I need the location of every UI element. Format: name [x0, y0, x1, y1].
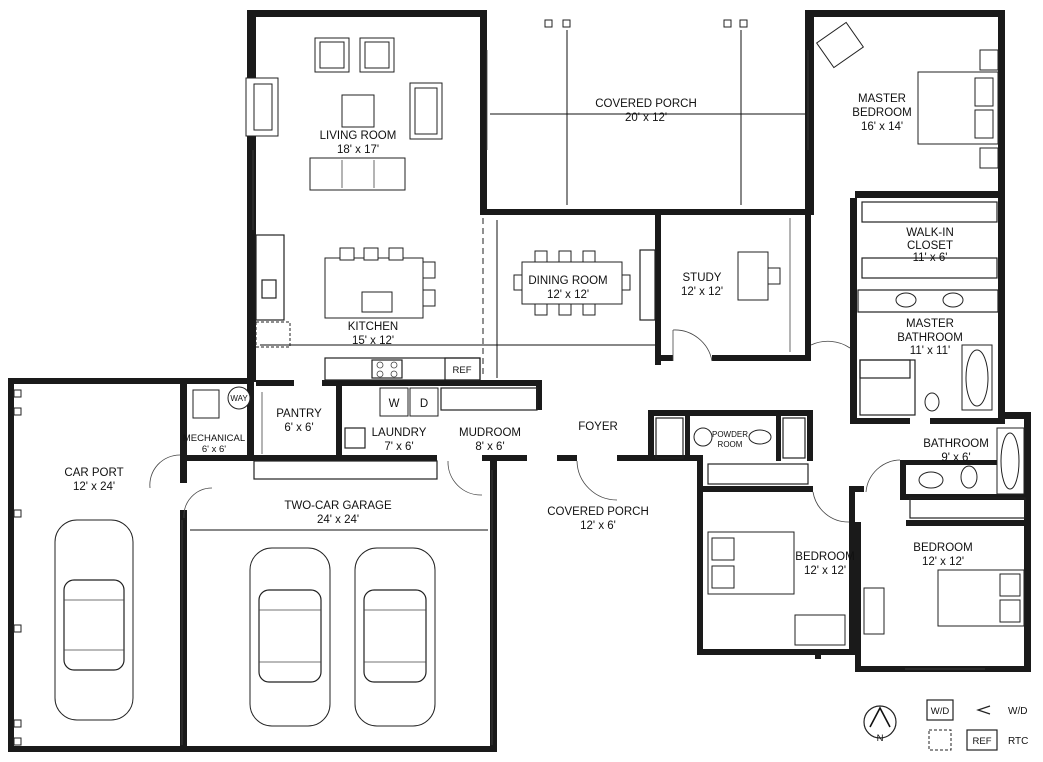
car-garage-right	[354, 547, 436, 727]
label-car-port: CAR PORT	[64, 467, 123, 479]
size-bedroom-2: 12' x 12'	[922, 556, 964, 568]
size-master-bath: 11' x 11'	[910, 345, 950, 357]
label-master-bath-2: BATHROOM	[897, 332, 963, 344]
cars	[54, 519, 436, 727]
dimension-lines	[190, 30, 805, 531]
label-bedroom-1: BEDROOM	[795, 551, 854, 563]
size-mechanical: 6' x 6'	[202, 444, 226, 455]
legend-wd-box: W/D	[931, 706, 950, 717]
label-master-bath-1: MASTER	[906, 318, 954, 330]
label-master-bedroom-1: MASTER	[858, 93, 906, 105]
size-mudroom: 8' x 6'	[475, 441, 504, 453]
label-garage: TWO-CAR GARAGE	[284, 500, 392, 512]
size-covered-porch-rear: 20' x 12'	[625, 112, 667, 124]
size-covered-porch-front: 12' x 6'	[580, 520, 616, 532]
legend: N W/D W/D REF RTC	[863, 699, 1028, 751]
label-dryer: D	[420, 398, 428, 410]
size-kitchen: 15' x 12'	[352, 335, 394, 347]
label-covered-porch-rear: COVERED PORCH	[595, 98, 697, 110]
label-kitchen: KITCHEN	[348, 321, 398, 333]
size-pantry: 6' x 6'	[284, 422, 313, 434]
label-bathroom: BATHROOM	[923, 438, 989, 450]
label-laundry: LAUNDRY	[372, 427, 427, 439]
label-walk-in-1: WALK-IN	[906, 227, 954, 239]
label-way: WAY	[230, 394, 248, 403]
size-laundry: 7' x 6'	[384, 441, 413, 453]
size-master-bedroom: 16' x 14'	[861, 121, 903, 133]
wall-details	[181, 50, 985, 745]
size-garage: 24' x 24'	[317, 514, 359, 526]
room-labels: COVERED PORCH 20' x 12' LIVING ROOM 18' …	[64, 93, 988, 577]
label-covered-porch-front: COVERED PORCH	[547, 506, 649, 518]
label-living-room: LIVING ROOM	[320, 130, 397, 142]
size-living-room: 18' x 17'	[337, 144, 379, 156]
size-bathroom: 9' x 6'	[941, 452, 970, 464]
car-carport	[54, 519, 134, 721]
car-garage-left	[249, 547, 331, 727]
label-walk-in-2: CLOSET	[907, 240, 953, 252]
size-dining-room: 12' x 12'	[547, 289, 589, 301]
doors	[149, 329, 901, 523]
fixture-labels: REF W D WAY	[230, 365, 471, 410]
label-pantry: PANTRY	[276, 408, 322, 420]
size-car-port: 12' x 24'	[73, 481, 115, 493]
north-arrow-label: N	[877, 733, 884, 744]
label-foyer: FOYER	[578, 421, 618, 433]
label-powder-1: POWDER	[712, 430, 748, 439]
furniture	[13, 19, 1026, 746]
label-ref: REF	[453, 365, 472, 376]
label-mudroom: MUDROOM	[459, 427, 521, 439]
size-walk-in: 11' x 6'	[913, 252, 948, 264]
legend-wd-text: W/D	[1008, 706, 1027, 717]
size-bedroom-1: 12' x 12'	[804, 565, 846, 577]
legend-rtc-text: RTC	[1008, 736, 1028, 747]
label-powder-2: ROOM	[718, 440, 743, 449]
label-master-bedroom-2: BEDROOM	[852, 107, 911, 119]
label-bedroom-2: BEDROOM	[913, 542, 972, 554]
label-study: STUDY	[683, 272, 722, 284]
legend-ref-box: REF	[973, 736, 992, 747]
label-mechanical: MECHANICAL	[183, 433, 245, 444]
label-washer: W	[389, 398, 400, 410]
size-study: 12' x 12'	[681, 286, 723, 298]
label-dining-room: DINING ROOM	[528, 275, 607, 287]
